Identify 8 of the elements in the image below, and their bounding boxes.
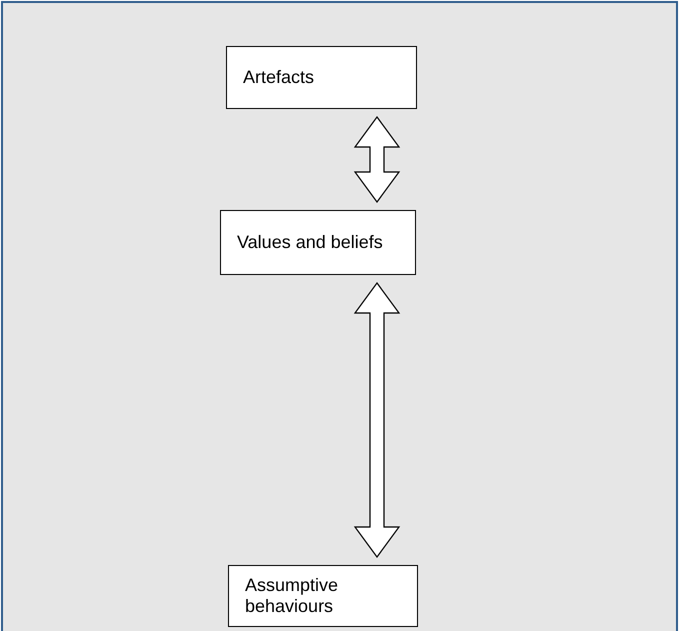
box-label: Assumptive behaviours [245, 575, 340, 617]
double-arrow [354, 116, 400, 204]
box-label: Values and beliefs [237, 232, 383, 253]
double-arrow [354, 282, 400, 558]
text-box [228, 565, 418, 627]
box-label: Artefacts [243, 67, 314, 88]
text-box [226, 46, 417, 109]
text-box [220, 210, 416, 275]
